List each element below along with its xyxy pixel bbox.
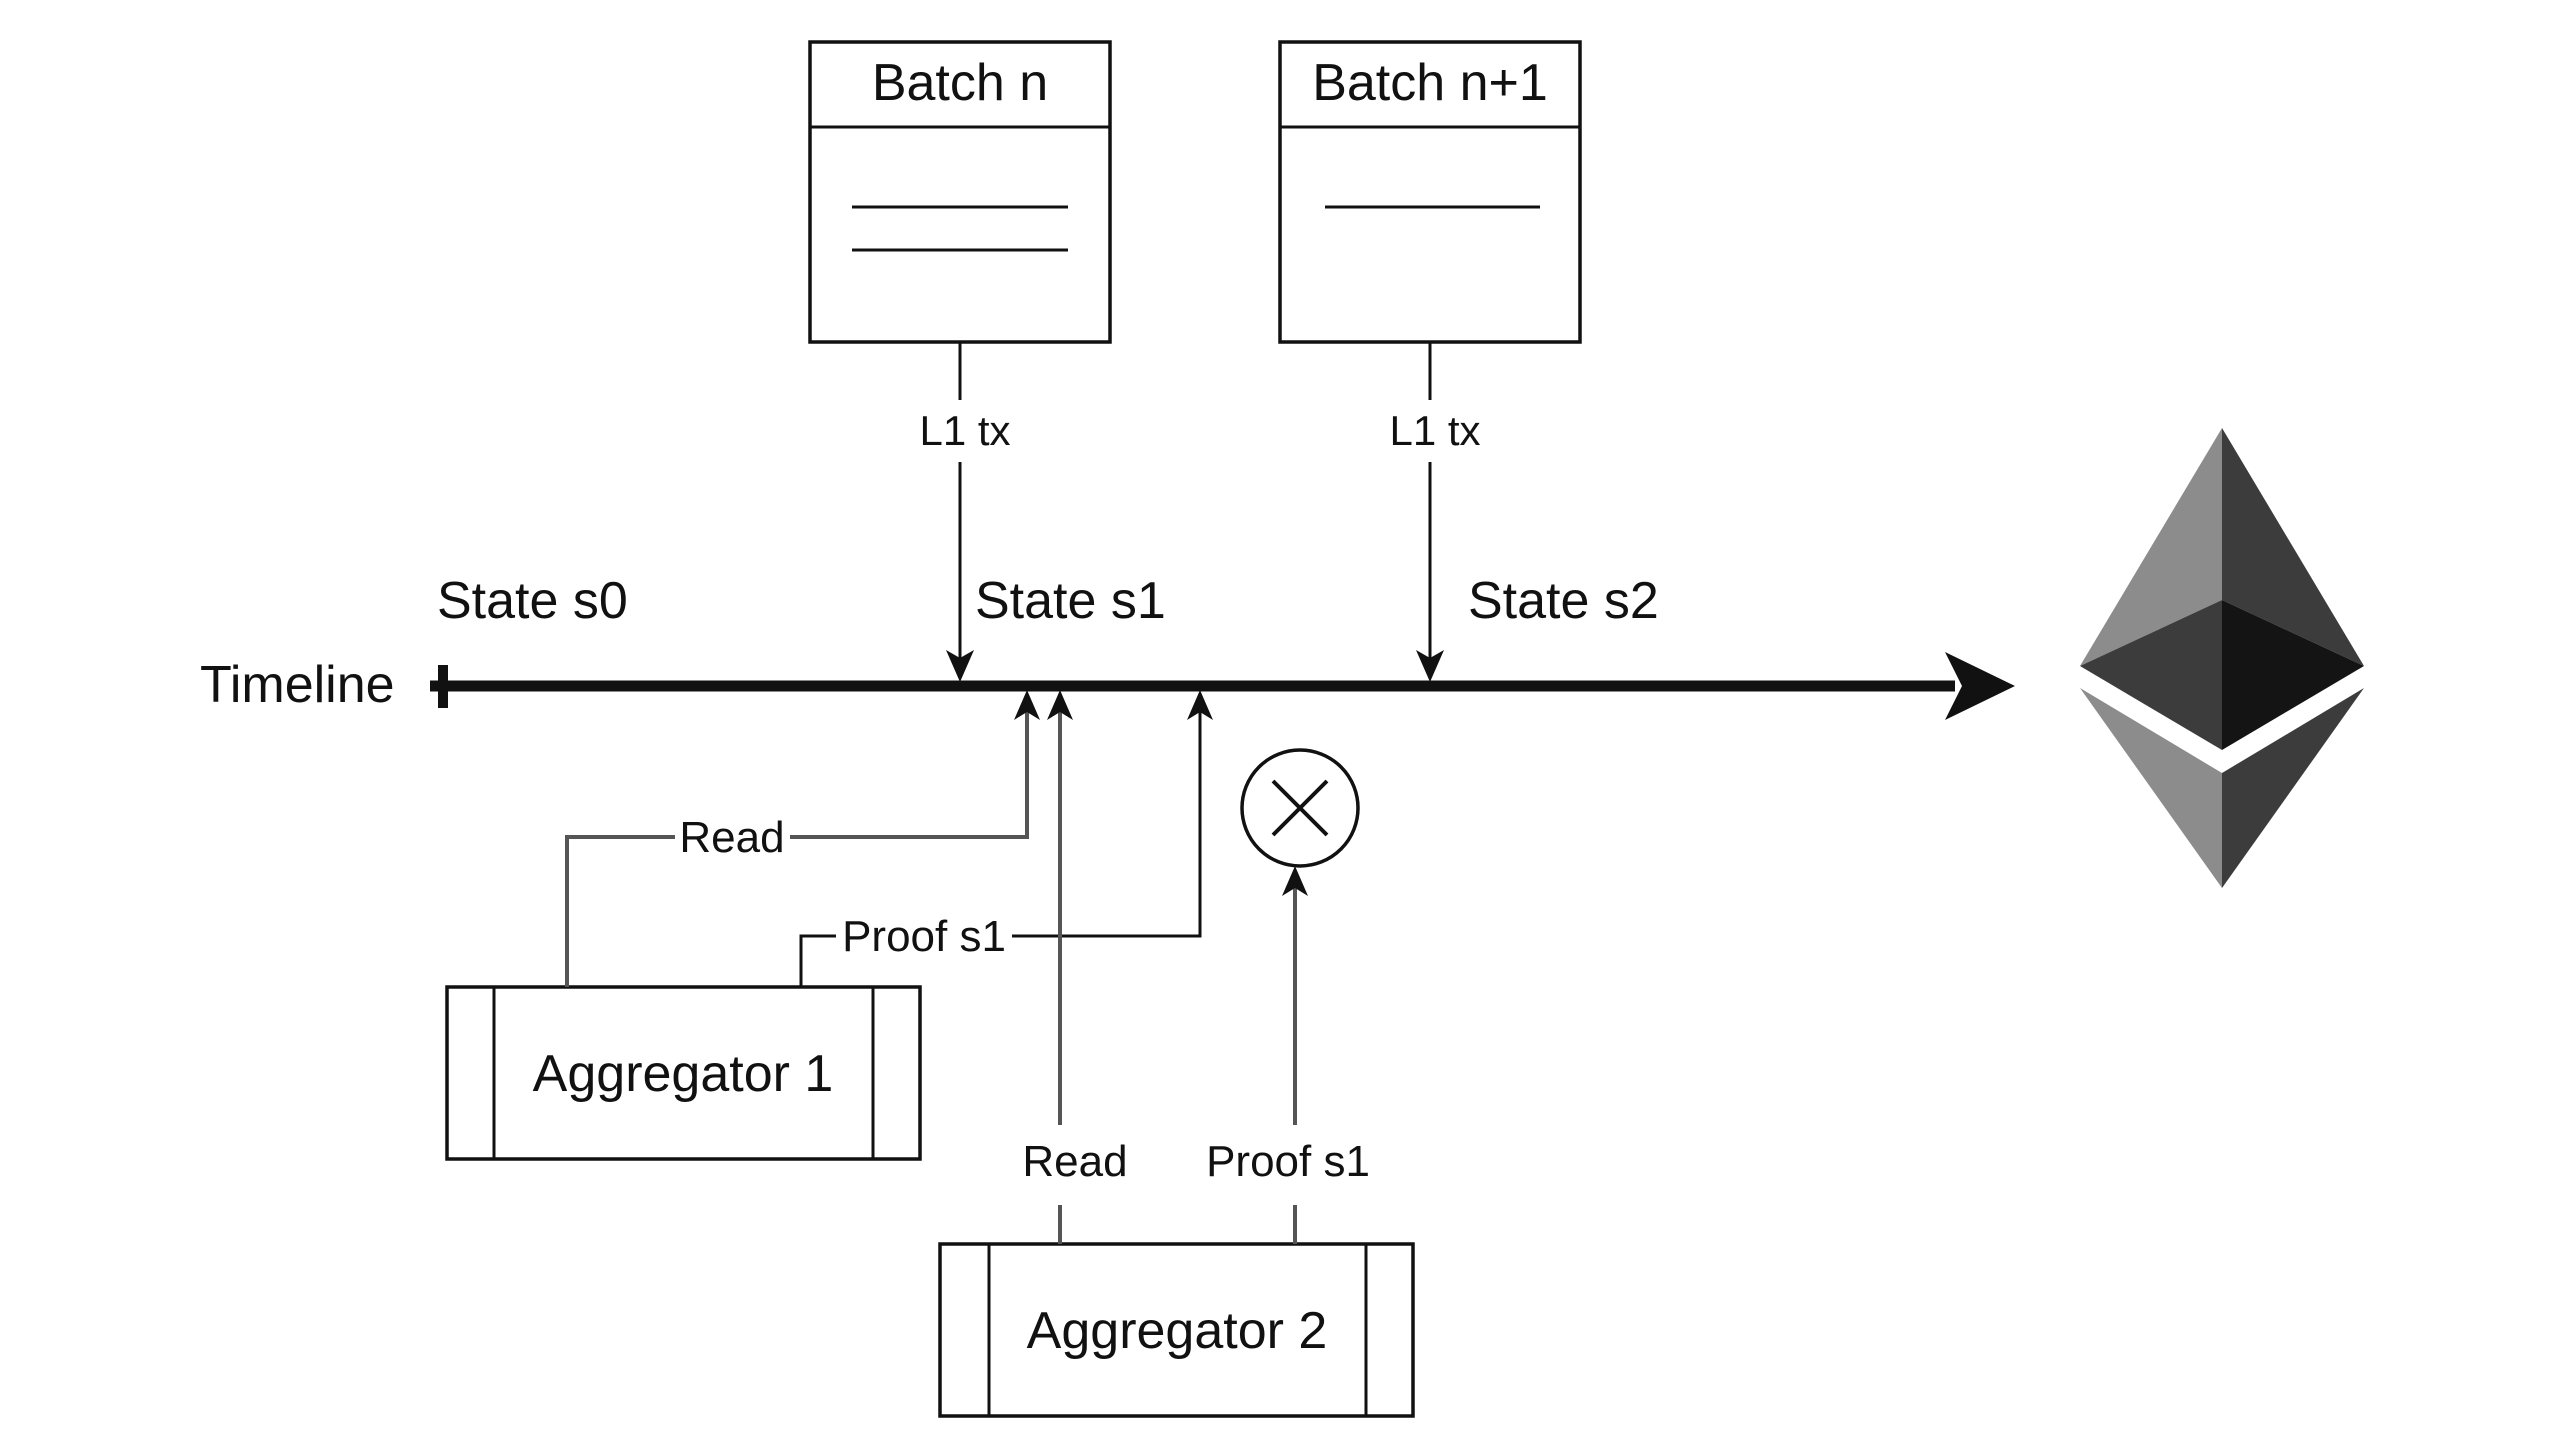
timeline-arrowhead xyxy=(1945,652,2015,720)
state-s0-label: State s0 xyxy=(437,572,628,630)
l1-tx-label-batch-n-plus-1: L1 tx xyxy=(1389,407,1480,454)
aggregator-2-proof-connector: Proof s1 xyxy=(1206,866,1370,1244)
aggregator-2-proof-label: Proof s1 xyxy=(1206,1137,1370,1186)
timeline: Timeline State s0 State s1 State s2 xyxy=(200,572,2015,720)
aggregator-1-label: Aggregator 1 xyxy=(533,1045,834,1103)
batch-n-plus-1-title: Batch n+1 xyxy=(1312,54,1548,112)
state-s2-label: State s2 xyxy=(1468,572,1659,630)
l1-tx-connector-batch-n: L1 tx xyxy=(919,342,1011,682)
aggregator-2-label: Aggregator 2 xyxy=(1027,1302,1328,1360)
aggregator-2-box[interactable]: Aggregator 2 xyxy=(938,1242,1415,1418)
aggregator-1-proof-label: Proof s1 xyxy=(842,912,1006,961)
batch-n-title: Batch n xyxy=(872,54,1048,112)
aggregator-1-box[interactable]: Aggregator 1 xyxy=(445,985,922,1161)
aggregator-2-read-label: Read xyxy=(1022,1137,1127,1186)
batch-n-box[interactable]: Batch n xyxy=(808,40,1112,344)
x-circle-icon xyxy=(1240,748,1360,868)
batch-n-plus-1-box[interactable]: Batch n+1 xyxy=(1278,40,1582,344)
aggregator-2-read-connector: Read xyxy=(1022,690,1128,1244)
l1-tx-label-batch-n: L1 tx xyxy=(919,407,1010,454)
state-s1-label: State s1 xyxy=(975,572,1166,630)
aggregator-1-read-label: Read xyxy=(679,813,784,862)
ethereum-logo xyxy=(2080,428,2364,888)
aggregator-1-read-connector: Read xyxy=(565,690,1040,987)
timeline-label: Timeline xyxy=(200,656,395,714)
l1-tx-connector-batch-n-plus-1: L1 tx xyxy=(1389,342,1481,682)
aggregator-1-proof-connector: Proof s1 xyxy=(799,690,1213,987)
